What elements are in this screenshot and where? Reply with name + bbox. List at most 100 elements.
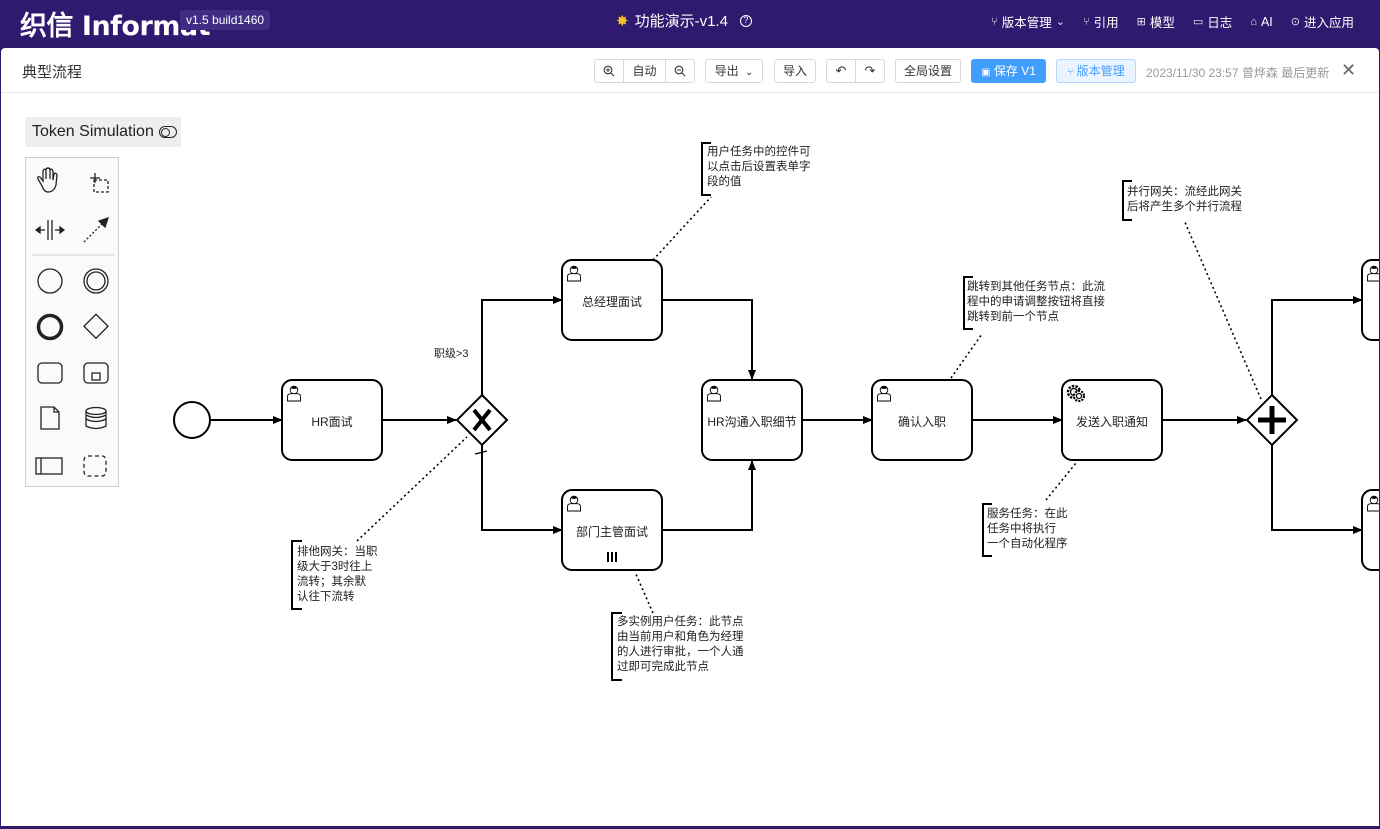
task-label: 发送入职通知	[1075, 415, 1148, 429]
zoom-out-button[interactable]	[665, 59, 695, 83]
flow-gm-hrdetail[interactable]	[662, 299, 756, 380]
parallel-gateway[interactable]	[1245, 393, 1299, 447]
exclusive-gateway[interactable]	[455, 393, 509, 447]
space-tool-icon[interactable]	[34, 220, 66, 240]
task-partial-top[interactable]	[1361, 259, 1379, 341]
intermediate-event-icon[interactable]	[83, 268, 109, 294]
task-dept-interview[interactable]	[561, 489, 663, 571]
task-icon[interactable]	[37, 362, 63, 384]
export-button[interactable]: 导出 ⌄	[705, 59, 763, 83]
chevron-down-icon: ⌄	[744, 67, 754, 78]
task-label: HR沟通入职细节	[707, 415, 797, 429]
end-event-icon[interactable]	[36, 313, 64, 341]
hand-tool-icon[interactable]	[37, 167, 58, 193]
annotation-service-task[interactable]: 服务任务：在此 任务中将执行 一个自动化程序	[987, 508, 1068, 550]
panel-header: 典型流程 自动 导出 ⌄ 导入 ↶ ↷ 全局设置 ▣ 保存 V1 ⑂ 版本管理 …	[1, 48, 1379, 93]
default-flow-marker	[474, 450, 488, 455]
enter-icon: ⊙	[1290, 16, 1300, 28]
associations	[356, 196, 1262, 614]
connect-tool-icon[interactable]	[83, 216, 110, 243]
annotation-parallel-gateway[interactable]: 并行网关：流经此网关 后将产生多个并行流程	[1127, 186, 1242, 213]
tool-palette	[25, 157, 119, 487]
global-settings-button[interactable]: 全局设置	[895, 59, 961, 83]
annotation-brackets	[291, 142, 1132, 681]
start-event-icon[interactable]	[37, 268, 63, 294]
gear-icon	[1066, 384, 1086, 403]
data-store-icon[interactable]	[85, 406, 107, 430]
task-hr-interview[interactable]	[281, 379, 383, 461]
task-partial-bottom[interactable]	[1361, 489, 1379, 571]
annotation-exclusive-gateway[interactable]: 排他网关：当职 级大于3时往上 流转；其余默 认往下流转	[297, 546, 378, 603]
save-button[interactable]: ▣ 保存 V1	[971, 59, 1046, 83]
branch-icon: ⑂	[1067, 67, 1074, 78]
annotation-multi-instance[interactable]: 多实例用户任务：此节点 由当前用户和角色为经理 的人进行审批，一个人通 过即可完…	[617, 616, 744, 673]
menu-enter-app[interactable]: ⊙ 进入应用	[1291, 12, 1354, 31]
flow-parallel-top[interactable]	[1271, 296, 1363, 395]
bpmn-canvas[interactable]: Token Simulation	[1, 94, 1379, 826]
flow-gateway-dept[interactable]	[481, 445, 563, 534]
condition-label: 职级>3	[434, 348, 469, 360]
import-button[interactable]: 导入	[774, 59, 816, 83]
grid-icon: ⊞	[1136, 16, 1146, 28]
subprocess-icon[interactable]	[83, 362, 109, 384]
pool-icon[interactable]	[35, 457, 63, 475]
data-object-icon[interactable]	[40, 406, 60, 430]
menu-log[interactable]: ▭ 日志	[1193, 12, 1232, 31]
app-title-text: 功能演示-v1.4	[634, 13, 728, 30]
annotation-user-task[interactable]: 用户任务中的控件可 以点击后设置表单字 段的值	[707, 146, 811, 188]
menu-ai[interactable]: ⌂ AI	[1250, 12, 1272, 31]
toggle-icon	[158, 126, 177, 138]
sequence-flows	[210, 296, 1363, 534]
task-label: 部门主管面试	[575, 525, 648, 539]
zoom-out-icon	[674, 65, 686, 77]
zoom-in-button[interactable]	[594, 59, 624, 83]
robot-icon: ⌂	[1250, 15, 1257, 28]
close-icon[interactable]: ✕	[1341, 60, 1357, 80]
menu-version-management[interactable]: ⑂ 版本管理 ⌄	[991, 12, 1065, 31]
task-label: HR面试	[311, 415, 353, 429]
flow-dept-hrdetail[interactable]	[662, 460, 756, 531]
menu-item-label: 进入应用	[1303, 16, 1354, 30]
app-logo[interactable]: 织信 Informat	[20, 11, 211, 42]
top-menu: ⑂ 版本管理 ⌄ ⑂ 引用 ⊞ 模型 ▭ 日志 ⌂ AI ⊙ 进入应用	[991, 12, 1354, 31]
export-label: 导出	[714, 64, 739, 78]
task-confirm[interactable]	[871, 379, 973, 461]
token-simulation-toggle[interactable]: Token Simulation	[25, 117, 181, 147]
menu-reference[interactable]: ⑂ 引用	[1083, 12, 1119, 31]
group-icon[interactable]	[83, 455, 107, 477]
menu-item-label: 日志	[1207, 16, 1233, 30]
task-notify[interactable]	[1061, 379, 1163, 461]
version-management-button[interactable]: ⑂ 版本管理	[1056, 59, 1136, 83]
undo-icon: ↶	[835, 63, 847, 78]
terminal-icon: ▭	[1192, 16, 1204, 28]
redo-button[interactable]: ↷	[855, 59, 885, 83]
save-label: 保存 V1	[993, 64, 1036, 78]
start-event[interactable]	[173, 401, 211, 439]
version-badge: v1.5 build1460	[180, 10, 271, 30]
branch-icon: ⑂	[991, 15, 998, 28]
menu-item-label: AI	[1260, 14, 1273, 29]
gateway-icon[interactable]	[83, 313, 109, 340]
task-hr-detail[interactable]	[701, 379, 803, 461]
zoom-auto-button[interactable]: 自动	[623, 59, 666, 83]
flow-parallel-bottom[interactable]	[1271, 445, 1363, 534]
annotation-jump[interactable]: 跳转到其他任务节点：此流 程中的申请调整按钮将直接 跳转到前一个节点	[967, 281, 1105, 323]
zoom-in-icon	[603, 65, 615, 77]
task-gm-interview[interactable]	[561, 259, 663, 341]
app-title: ✸ 功能演示-v1.4 ?	[616, 10, 752, 31]
palette-tools	[32, 167, 114, 477]
help-icon[interactable]: ?	[739, 14, 752, 27]
plus-icon	[1258, 406, 1286, 434]
lasso-tool-icon[interactable]	[90, 173, 109, 193]
bpmn-diagram	[173, 142, 1379, 681]
undo-button[interactable]: ↶	[826, 59, 856, 83]
process-panel: 典型流程 自动 导出 ⌄ 导入 ↶ ↷ 全局设置 ▣ 保存 V1 ⑂ 版本管理 …	[1, 48, 1379, 826]
flow-gateway-gm[interactable]	[481, 296, 563, 395]
version-management-label: 版本管理	[1076, 64, 1125, 78]
redo-icon: ↷	[864, 63, 876, 78]
menu-model[interactable]: ⊞ 模型	[1137, 12, 1175, 31]
last-update-info: 2023/11/30 23:57 曾烨森 最后更新	[1146, 66, 1330, 80]
save-icon: ▣	[981, 67, 991, 78]
task-label: 总经理面试	[581, 295, 642, 309]
x-icon	[472, 408, 492, 432]
